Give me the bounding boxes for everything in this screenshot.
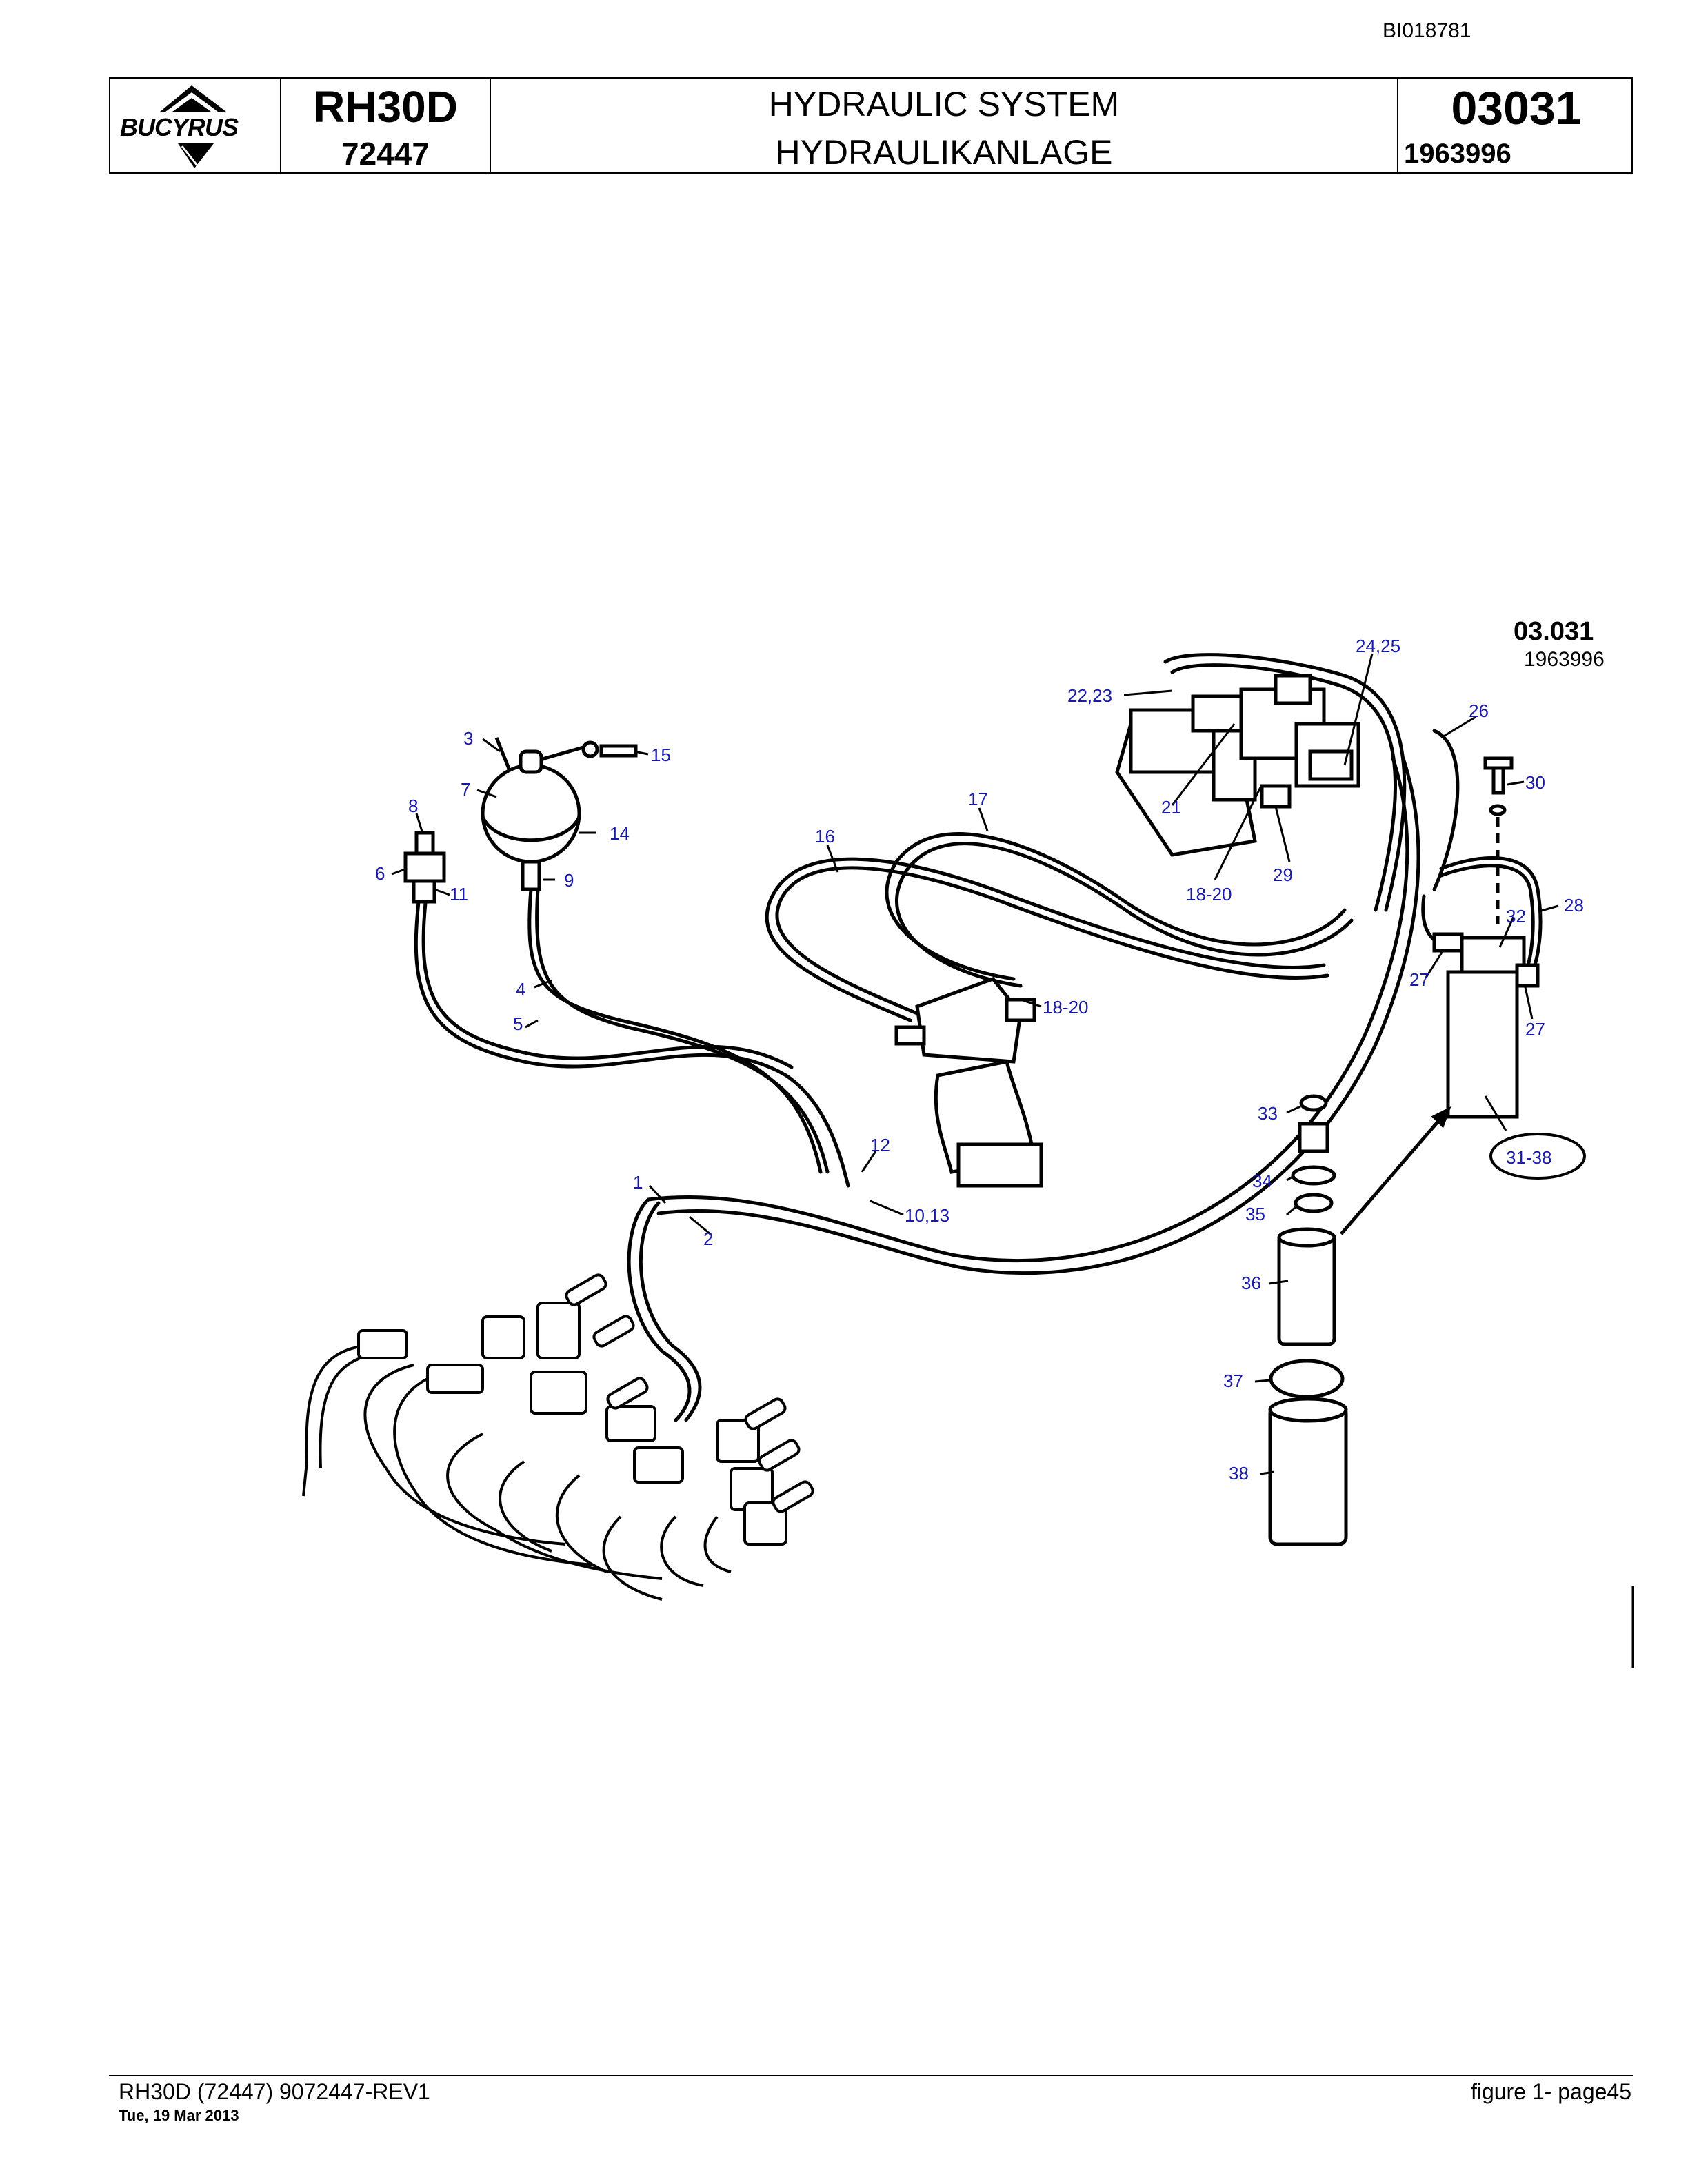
- valve-block-fittings: [357, 1273, 814, 1546]
- rotary-joint: [894, 977, 1043, 1188]
- callout-1: 1: [633, 1172, 643, 1193]
- footer-rule: [109, 2075, 1633, 2076]
- part-number: 1963996: [1404, 139, 1511, 169]
- callout-30: 30: [1525, 772, 1545, 793]
- filter-housing: [1432, 756, 1540, 1119]
- callout-36: 36: [1241, 1273, 1261, 1293]
- callout-16: 16: [815, 826, 835, 847]
- callout-35: 35: [1245, 1204, 1265, 1224]
- callout-32: 32: [1506, 906, 1526, 927]
- callout-7: 7: [461, 779, 470, 800]
- brand-name: BUCYRUS: [120, 113, 239, 141]
- callout-oval: [1489, 1133, 1586, 1180]
- leader-lines: [391, 653, 1559, 1475]
- callout-3: 3: [463, 728, 473, 749]
- footer-document-ref: RH30D (72447) 9072447-REV1: [119, 2079, 430, 2104]
- drawing-ref-code: 03.031: [1514, 617, 1594, 646]
- serial-number: 72447: [341, 136, 430, 172]
- title-block: BUCYRUS RH30D 72447 HYDRAULIC SYSTEM HYD…: [109, 77, 1633, 174]
- footer-date: Tue, 19 Mar 2013: [119, 2107, 239, 2124]
- callout-15: 15: [651, 745, 671, 765]
- model-cell: RH30D 72447: [281, 79, 491, 172]
- callout-24-25: 24,25: [1356, 636, 1400, 656]
- pressure-switch: [403, 831, 446, 904]
- callout-38: 38: [1229, 1463, 1249, 1484]
- drawing-ref-number: 1963996: [1524, 648, 1605, 671]
- filter-element-parts: [1268, 1094, 1451, 1546]
- callout-29: 29: [1273, 865, 1293, 885]
- callout-33: 33: [1258, 1103, 1278, 1124]
- callout-18-20-joint: 18-20: [1043, 997, 1089, 1018]
- callout-4: 4: [516, 979, 525, 1000]
- title-english: HYDRAULIC SYSTEM: [768, 85, 1120, 123]
- title-cell: HYDRAULIC SYSTEM HYDRAULIKANLAGE: [491, 79, 1398, 172]
- callout-21: 21: [1161, 797, 1181, 818]
- callout-9: 9: [564, 870, 574, 891]
- callout-6: 6: [375, 863, 385, 884]
- document-id: BI018781: [1383, 19, 1471, 42]
- hydraulic-pump: [1115, 674, 1360, 857]
- callout-5: 5: [513, 1013, 523, 1034]
- callout-10-13: 10,13: [905, 1205, 950, 1226]
- callout-labels: 1 2 3 4 5 6 7 8 9 10,13 11 12 14 15 16 1…: [375, 636, 1584, 1484]
- callout-18-20-pump: 18-20: [1186, 884, 1232, 904]
- callout-27-left: 27: [1409, 969, 1429, 990]
- hose-lines: [414, 653, 1543, 1422]
- callout-31-38: 31-38: [1506, 1147, 1552, 1168]
- callout-37: 37: [1223, 1371, 1243, 1391]
- sheet-cell: 03031 1963996: [1398, 79, 1634, 172]
- brand-logo: BUCYRUS: [110, 79, 281, 172]
- title-german: HYDRAULIKANLAGE: [775, 133, 1113, 172]
- mountain-logo-icon: [160, 85, 226, 168]
- callout-28: 28: [1564, 895, 1584, 916]
- sheet-number: 03031: [1451, 82, 1582, 134]
- model-number: RH30D: [313, 82, 458, 132]
- footer-page-ref: figure 1- page45: [1470, 2079, 1631, 2104]
- callout-12: 12: [870, 1135, 890, 1155]
- callout-8: 8: [408, 796, 418, 816]
- callout-17: 17: [968, 789, 988, 809]
- callout-22-23: 22,23: [1067, 685, 1112, 706]
- callout-11: 11: [450, 884, 468, 904]
- callout-26: 26: [1469, 700, 1489, 721]
- accumulator: [481, 737, 638, 891]
- callout-2: 2: [703, 1228, 713, 1249]
- callout-14: 14: [610, 823, 630, 844]
- callout-27-right: 27: [1525, 1019, 1545, 1040]
- callout-34: 34: [1252, 1171, 1272, 1191]
